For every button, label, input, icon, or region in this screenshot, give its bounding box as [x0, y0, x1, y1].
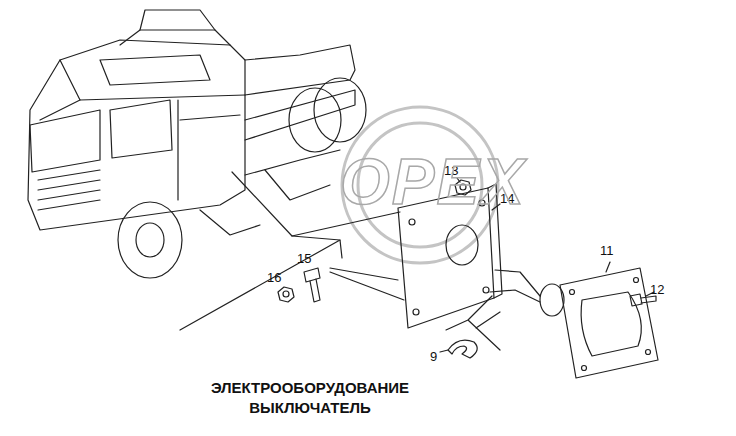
switch [490, 268, 658, 378]
leader-line [340, 240, 342, 258]
leader-line [606, 262, 610, 272]
diagram-title: ЭЛЕКТРООБОРУДОВАНИЕ ВЫКЛЮЧАТЕЛЬ [190, 378, 430, 417]
watermark: OPEX [340, 150, 526, 214]
callout-number: 12 [650, 283, 664, 296]
leader-line [180, 236, 340, 330]
leader-line [446, 296, 500, 350]
callout-number: 9 [430, 350, 437, 363]
leader-line [440, 350, 448, 352]
callout-number: 16 [267, 271, 281, 284]
bolt [304, 268, 320, 302]
nut [278, 287, 294, 302]
callout-number: 15 [297, 252, 311, 265]
callout-number: 11 [600, 244, 614, 257]
leader-line [330, 268, 404, 300]
cable-clip [448, 340, 477, 358]
